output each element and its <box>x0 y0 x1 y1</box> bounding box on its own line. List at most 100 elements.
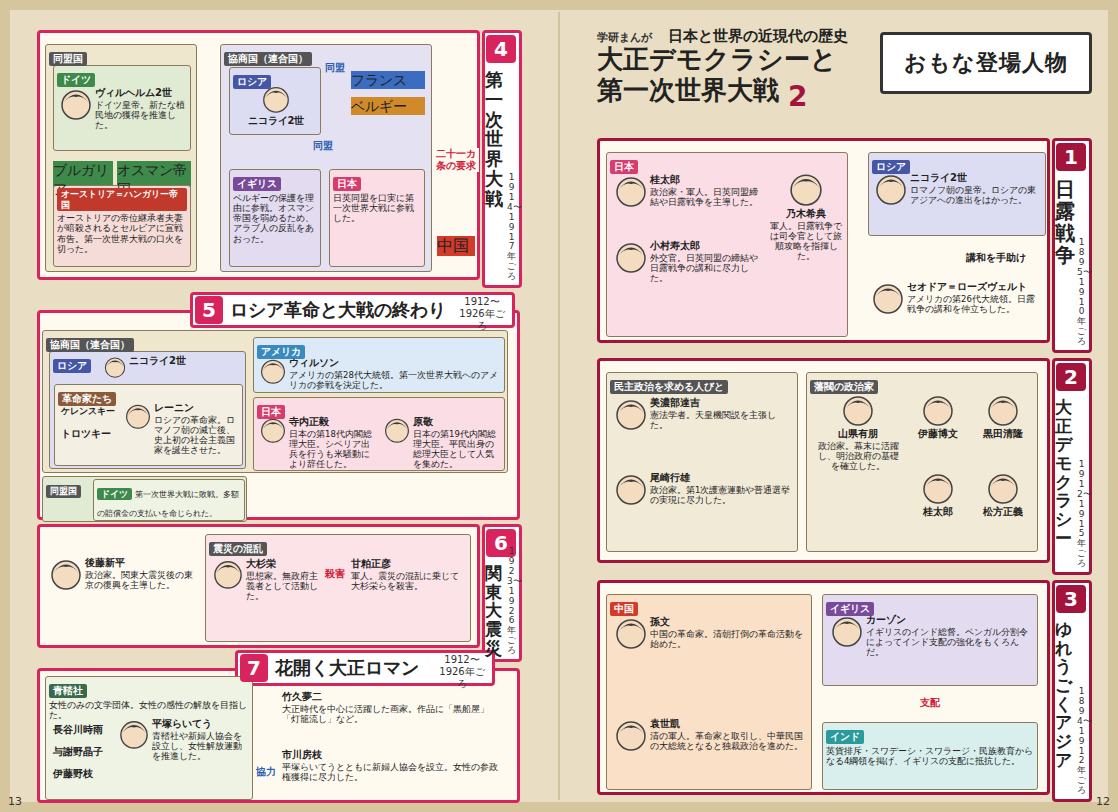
person-name: ニコライ2世 <box>236 115 316 128</box>
person-name: 桂太郎 <box>650 174 761 187</box>
group-label: 藩閥の政治家 <box>810 380 878 394</box>
edge-label: 講和を手助け <box>965 252 1027 264</box>
person-name: 黒田清隆 <box>974 428 1032 441</box>
section-panel: 7花開く大正ロマン1912〜1926年ごろ青鞜社女性のみの文学団体。女性の感性の… <box>37 650 522 805</box>
group-box: 革命家たちケレンスキートロツキーレーニンロシアの革命家。ロマノフ朝の滅亡後、史上… <box>54 384 243 466</box>
group-box: 協商国（連合国）ロシアニコライ2世革命家たちケレンスキートロツキーレーニンロシア… <box>42 330 508 473</box>
group-label: 革命家たち <box>58 392 116 406</box>
country-label: ベルギー <box>351 97 425 116</box>
group-box: ロシアニコライ2世ロマノフ朝の皇帝。ロシアの東アジアへの進出をはかった。 <box>868 152 1046 236</box>
edge-label: 二十一カ条の要求 <box>433 148 479 172</box>
description: 英貨排斥・スワデーシ・スワラージ・民族教育からなる4綱領を掲げ、イギリスの支配に… <box>826 746 1034 766</box>
description: 外交官。日英同盟の締結や日露戦争の講和に尽力した。 <box>650 253 761 284</box>
person-name: 松方正義 <box>974 506 1032 519</box>
person-entry: 伊藤博文 <box>907 393 969 463</box>
portrait <box>842 394 874 426</box>
section-title: 日露戦争 <box>1055 178 1075 266</box>
description: 日本の第18代内閣総理大臣。シベリア出兵を行うも米騒動により辞任した。 <box>289 429 378 470</box>
group-label: 日本 <box>333 177 361 191</box>
person-entry: 桂太郎 <box>907 471 969 541</box>
country-tag: 中国 <box>437 236 475 256</box>
section-number: 5 <box>195 296 223 324</box>
group-box: 同盟国ドイツヴィルヘルム2世ドイツ皇帝。新たな植民地の獲得を推進した。ブルガリア… <box>45 44 197 272</box>
section-title: 第一次世界大戦 <box>485 70 503 209</box>
description: 日本の第19代内閣総理大臣。平民出身の総理大臣として人気を集めた。 <box>413 429 502 470</box>
person-name: 伊藤野枝 <box>53 768 111 781</box>
edge-label: 支配 <box>919 697 941 709</box>
country-tag: フランス <box>351 71 425 89</box>
person-entry: 尾崎行雄政治家。第1次護憲運動や普通選挙の実現に尽力した。 <box>613 471 793 547</box>
page-label: 日本と世界の近現代の歴史 <box>668 27 848 46</box>
page-label: 13 <box>8 795 22 808</box>
description: イギリスのインド総督。ベンガル分割令によってインド支配の強化をもくろんだ。 <box>866 627 1031 658</box>
portrait <box>615 398 647 430</box>
section-period: 1923〜1926年ごろ <box>507 547 516 656</box>
section-title: ロシア革命と大戦の終わり <box>230 298 446 322</box>
group-box: オーストリア＝ハンガリー帝国オーストリアの帝位継承者夫妻が暗殺されるとセルビアに… <box>53 185 191 267</box>
description: 政治家。幕末に活躍し、明治政府の基礎を確立した。 <box>815 441 901 472</box>
person-name: 小村寿太郎 <box>650 240 761 253</box>
portrait <box>615 617 647 649</box>
portrait <box>104 356 126 378</box>
person-name: 市川房枝 <box>282 749 506 762</box>
section-title: 関東大震災 <box>485 564 502 657</box>
section-panel: 2大正デモクラシー1912〜1915年ごろ民主政治を求める人びと美濃部達吉憲法学… <box>597 358 1092 575</box>
group-box: ロシアニコライ2世 <box>229 67 321 135</box>
description: 大正時代を中心に活躍した画家。作品に「黒船屋」「灯籠流し」など。 <box>282 704 506 724</box>
group-box: イギリスカーゾンイギリスのインド総督。ベンガル分割令によってインド支配の強化をも… <box>822 594 1038 686</box>
section-period: 1895〜1910年ごろ <box>1077 238 1086 347</box>
person-entry: 与謝野晶子 <box>51 745 113 761</box>
group-label: イギリス <box>826 602 874 616</box>
person-entry: ニコライ2世ロマノフ朝の皇帝。ロシアの東アジアへの進出をはかった。 <box>873 171 1043 233</box>
group-label: 青鞜社 <box>49 684 87 698</box>
description: 軍人。日露戦争では司令官として旅順攻略を指揮した。 <box>769 221 843 262</box>
person-entry: ウィルソンアメリカの第28代大統領。第一次世界大戦へのアメリカの参戦を決定した。 <box>258 356 502 392</box>
person-name: 伊藤博文 <box>909 428 967 441</box>
portrait <box>615 241 647 273</box>
section-number: 1 <box>1056 143 1086 171</box>
description: 政治家。第1次護憲運動や普通選挙の実現に尽力した。 <box>650 485 791 505</box>
person-name: ケレンスキー <box>61 406 119 417</box>
person-entry: 市川房枝平塚らいてうとともに新婦人協会を設立。女性の参政権獲得に尽力した。 <box>280 748 508 796</box>
person-name: 尾崎行雄 <box>650 472 791 485</box>
group-label: 震災の混乱 <box>209 542 267 556</box>
portrait <box>831 615 863 647</box>
section-period: 1914〜1917年ごろ <box>507 173 516 282</box>
person-entry: 竹久夢二大正時代を中心に活躍した画家。作品に「黒船屋」「灯籠流し」など。 <box>280 690 508 736</box>
section-title: 花開く大正ロマン <box>275 656 419 680</box>
person-entry: 孫文中国の革命家。清朝打倒の革命活動を始めた。 <box>613 615 809 673</box>
section-period: 1912〜1926年ごろ <box>435 654 489 690</box>
section-period: 1912〜1915年ごろ <box>1077 460 1086 569</box>
section-panel: 6関東大震災1923〜1926年ごろ後藤新平政治家。関東大震災後の東京の復興を主… <box>37 524 522 662</box>
portrait <box>260 358 286 384</box>
edge-label: 同盟 <box>312 140 334 152</box>
person-name: 後藤新平 <box>85 557 196 570</box>
group-box: 震災の混乱大杉栄思想家。無政府主義者として活動した。甘粕正彦軍人。震災の混乱に乗… <box>205 534 471 642</box>
portrait <box>119 719 149 749</box>
person-entry: 甘粕正彦軍人。震災の混乱に乗じて大杉栄らを殺害。 <box>349 557 467 617</box>
person-name: レーニン <box>154 402 239 415</box>
section-number: 4 <box>486 35 516 63</box>
portrait <box>615 719 647 751</box>
person-name: 乃木希典 <box>769 208 843 221</box>
portrait <box>875 173 907 205</box>
group-label: 日本 <box>610 160 638 174</box>
person-entry: ヴィルヘルム2世ドイツ皇帝。新たな植民地の獲得を推進した。 <box>58 86 188 148</box>
person-name: 寺内正毅 <box>289 416 378 429</box>
person-entry: 山県有朋政治家。幕末に活躍し、明治政府の基礎を確立した。 <box>813 393 903 543</box>
description: 平塚らいてうとともに新婦人協会を設立。女性の参政権獲得に尽力した。 <box>282 762 506 782</box>
person-entry: 寺内正毅日本の第18代内閣総理大臣。シベリア出兵を行うも米騒動により辞任した。 <box>258 415 380 470</box>
person-entry: カーゾンイギリスのインド総督。ベンガル分割令によってインド支配の強化をもくろんだ… <box>829 613 1033 681</box>
portrait <box>125 403 151 429</box>
person-name: 桂太郎 <box>909 506 967 519</box>
description: 日英同盟を口実に第一次世界大戦に参戦した。 <box>333 193 421 224</box>
portrait <box>615 473 647 505</box>
description: 中国の革命家。清朝打倒の革命活動を始めた。 <box>650 629 807 649</box>
group-label: ロシア <box>233 75 271 89</box>
group-label: ロシア <box>53 359 91 373</box>
person-entry: 桂太郎政治家・軍人。日英同盟締結や日露戦争を主導した。 <box>613 173 763 231</box>
person-entry: 小村寿太郎外交官。日英同盟の締結や日露戦争の講和に尽力した。 <box>613 239 763 314</box>
person-entry: ニコライ2世 <box>102 354 222 380</box>
group-box: 青鞜社女性のみの文学団体。女性の感性の解放を目指した。長谷川時雨与謝野晶子伊藤野… <box>45 676 253 800</box>
